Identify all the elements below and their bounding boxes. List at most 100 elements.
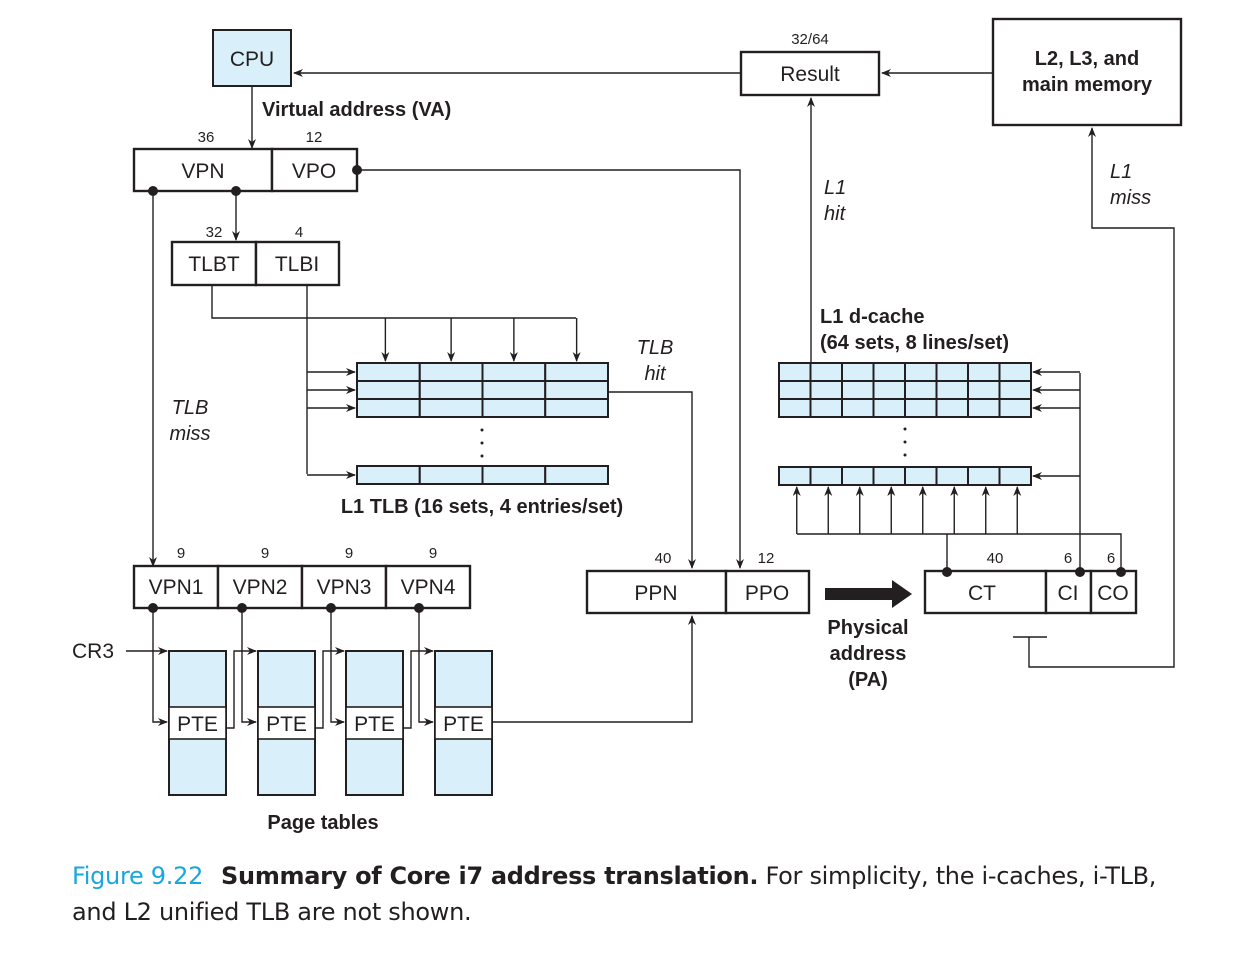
vpn-field: [132, 147, 274, 193]
memory-box: L2, L3, and main memory: [991, 17, 1183, 127]
physical-address-box: 40 12 PPN PPO: [585, 550, 811, 615]
vpn3-label: VPN3: [317, 576, 372, 599]
dcache-line-cell: [778, 380, 812, 400]
result-width-label: 32/64: [791, 31, 829, 48]
pa-label-line1: Physical: [827, 617, 908, 639]
vpn4-bits: 9: [429, 545, 437, 562]
pte-label-2: PTE: [266, 713, 307, 736]
tlbi-bits: 4: [295, 224, 303, 241]
pte-row-4: [434, 706, 493, 740]
vpn2-field: [216, 564, 304, 610]
dcache-line-cell: [904, 362, 938, 382]
vpn-to-pte-arrow-4: [418, 608, 434, 726]
tlb-entry-cell: [544, 398, 609, 418]
dcache-line-cell: [841, 380, 875, 400]
ct-label: CT: [968, 582, 996, 605]
dcache-line-cell: [967, 466, 1001, 486]
ct-field: [923, 569, 1048, 615]
pte-row-1: [168, 706, 227, 740]
dcache-line-cell: [841, 466, 875, 486]
dcache-line-cell: [998, 380, 1032, 400]
pte-row-3: [345, 706, 404, 740]
vpn1-label: VPN1: [149, 576, 204, 599]
dcache-line-cell: [872, 362, 906, 382]
tlb-entry-cell: [356, 380, 421, 400]
tlb-entry-cell: [481, 465, 547, 485]
cpu-box: CPU: [212, 29, 292, 87]
vpn-to-pte-arrow-3: [330, 608, 345, 726]
ci-label: CI: [1058, 582, 1079, 605]
tlb-set-arrows: [307, 368, 356, 479]
ppn-label: PPN: [634, 582, 677, 605]
pa-label-line2: address: [830, 643, 907, 665]
tlbt-bits: 32: [206, 224, 223, 241]
dcache-line-cell: [809, 398, 843, 418]
cache-address-box: 40 6 6 CT CI CO: [923, 550, 1138, 615]
result-label: Result: [780, 63, 840, 86]
vpo-field: [270, 147, 359, 193]
pa-label-line3: (PA): [848, 669, 888, 691]
dcache-line-cell: [998, 398, 1032, 418]
memory-label-line2: main memory: [1022, 74, 1153, 96]
tlb-entry-cell: [418, 362, 484, 382]
vpn2-label: VPN2: [233, 576, 288, 599]
ppo-bits: 12: [758, 550, 775, 567]
dcache-line-cell: [998, 362, 1032, 382]
pa-to-cache-arrow: [825, 580, 912, 608]
tlb-entry-cell: [356, 398, 421, 418]
dcache-line-cell: [967, 398, 1001, 418]
tlbt-label: TLBT: [188, 253, 240, 276]
pte-row-2: [257, 706, 316, 740]
dcache-line-cell: [967, 380, 1001, 400]
dcache-line-cell: [809, 466, 843, 486]
memory-label-line1: L2, L3, and: [1035, 48, 1139, 70]
vpn-bits: 36: [198, 129, 215, 146]
dcache-title-line2: (64 sets, 8 lines/set): [820, 332, 1009, 354]
l1-tlb-grid: [356, 362, 609, 485]
tlb-entry-cell: [418, 465, 484, 485]
figure-caption-text: For simplicity, the i-caches, i-TLB, and…: [72, 862, 1157, 926]
dcache-line-cell: [778, 398, 812, 418]
tlb-hit-label-line1: TLB: [637, 337, 674, 359]
pte-label-1: PTE: [177, 713, 218, 736]
page-tables-title: Page tables: [267, 812, 378, 834]
dcache-line-cell: [778, 466, 812, 486]
dcache-line-cell: [872, 380, 906, 400]
tlbi-label: TLBI: [275, 253, 319, 276]
tlb-entry-cell: [356, 362, 421, 382]
vpn2-bits: 9: [261, 545, 269, 562]
dcache-line-cell: [967, 362, 1001, 382]
address-translation-diagram: CPU 32/64 Result L2, L3, and main memory…: [72, 17, 1183, 834]
ppn-bits: 40: [655, 550, 672, 567]
ppo-field: [724, 569, 811, 615]
vpo-label: VPO: [292, 160, 336, 183]
l1-miss-label-line1: L1: [1110, 161, 1132, 183]
figure-number: Figure 9.22: [72, 862, 204, 890]
pte-to-next-table-arrow-1: [226, 647, 257, 729]
dcache-line-cell: [904, 380, 938, 400]
vpn4-field: [384, 564, 472, 610]
ci-bits: 6: [1064, 550, 1072, 567]
dcache-line-cell: [935, 380, 969, 400]
pte-label-4: PTE: [443, 713, 484, 736]
tlbi-field: [254, 240, 341, 287]
tlbt-field: [170, 240, 258, 287]
tlb-entry-cell: [544, 362, 609, 382]
vpn1-bits: 9: [177, 545, 185, 562]
ppn-field: [585, 569, 728, 615]
tlb-hit-label-line2: hit: [644, 363, 667, 385]
ct-bits: 40: [987, 550, 1004, 567]
dcache-line-cell: [778, 362, 812, 382]
tlb-entry-cell: [418, 380, 484, 400]
tlb-hit-to-ppn-arrow: [608, 391, 696, 569]
dcache-line-cell: [935, 466, 969, 486]
dcache-line-cell: [935, 398, 969, 418]
tlb-miss-label-line2: miss: [169, 423, 210, 445]
dcache-line-cell: [809, 380, 843, 400]
cr3-label: CR3: [72, 640, 114, 663]
vpn-to-pte-arrow-2: [241, 608, 257, 726]
tlb-miss-label-line1: TLB: [172, 397, 209, 419]
